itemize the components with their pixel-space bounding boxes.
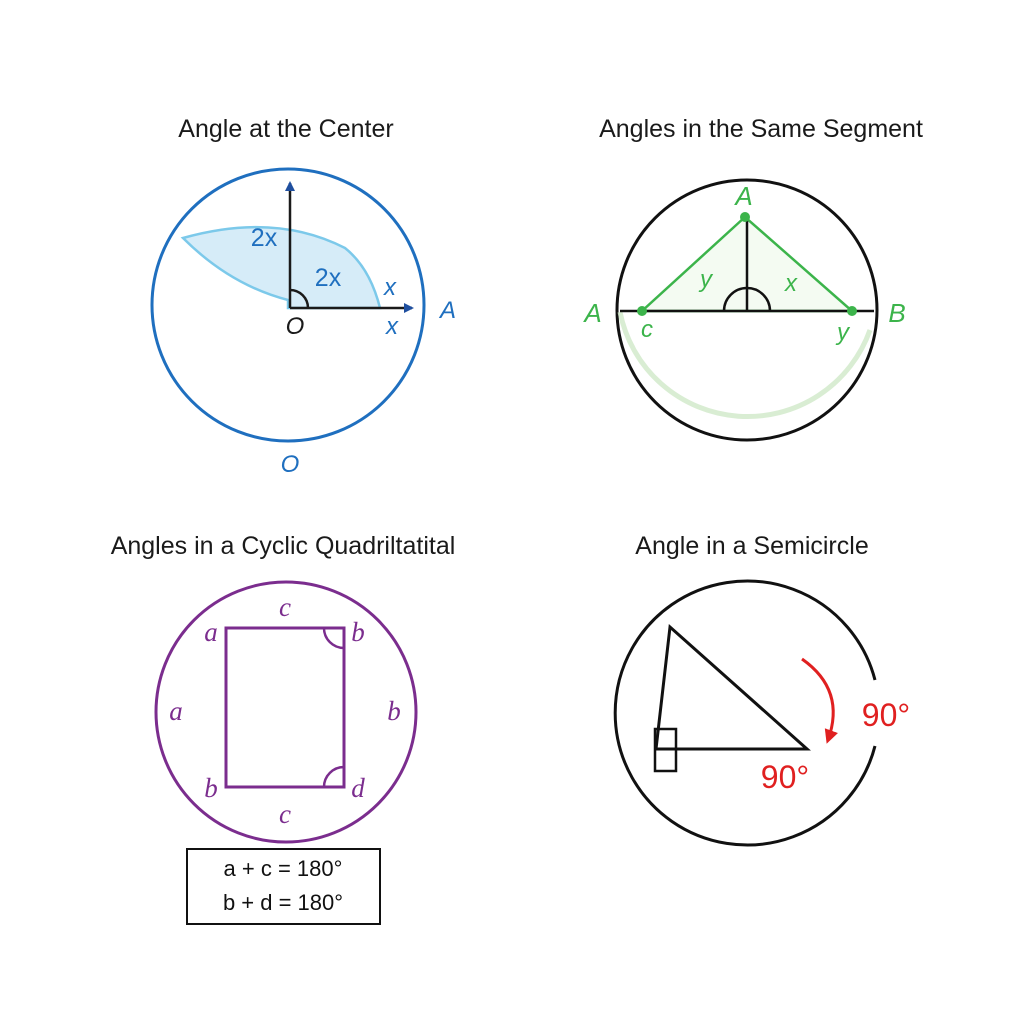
center-shaded-region: [180, 225, 382, 310]
label-side-a: a: [169, 696, 183, 726]
segment-point-left: [637, 306, 647, 316]
label-lower-x: x: [385, 313, 399, 340]
label-outer-2x: 2x: [251, 224, 278, 252]
label-bottom-o: O: [281, 451, 300, 478]
center-circle: [150, 167, 426, 443]
cyclic-quadrilateral: [224, 626, 346, 789]
cyclic-angle-arc-bottom-right: [322, 765, 345, 788]
label-corner-b-top: b: [351, 617, 365, 647]
label-angle-90-base: 90°: [761, 759, 809, 795]
panel-cyclic-quadrilateral: Angles in a Cyclic Quadriltatital c a b …: [111, 532, 456, 925]
panel-title-semicircle: Angle in a Semicircle: [635, 532, 868, 560]
panel-semicircle: Angle in a Semicircle 90° 90°: [613, 532, 910, 847]
label-angle-y-left: y: [698, 266, 714, 293]
segment-circle: [615, 178, 879, 442]
red-curved-arrow: [801, 657, 838, 744]
label-top-c: c: [279, 592, 291, 622]
cyclic-angle-arc-top-right: [322, 627, 345, 650]
label-top-a: A: [733, 181, 752, 211]
label-right-b: B: [888, 298, 905, 328]
equation-box-border: [186, 848, 381, 925]
panel-title-cyclic: Angles in a Cyclic Quadriltatital: [111, 532, 456, 560]
center-angle-arc: [289, 288, 310, 309]
semicircle-circle: [613, 579, 877, 847]
panel-title-segment: Angles in the Same Segment: [599, 115, 923, 143]
label-bottom-c: c: [279, 799, 291, 829]
label-corner-a: a: [204, 617, 218, 647]
equation-box: a + c = 180° b + d = 180°: [186, 848, 381, 925]
panel-angle-at-center: Angle at the Center 2x 2x x x A O O: [150, 115, 456, 478]
equation-line-1: a + c = 180°: [224, 856, 343, 881]
cyclic-circle: [154, 580, 418, 844]
panel-same-segment: Angles in the Same Segment A A B y x c y: [582, 115, 923, 442]
segment-point-right: [847, 306, 857, 316]
label-corner-d: d: [351, 773, 365, 803]
label-c: c: [641, 316, 653, 343]
semicircle-triangle: [654, 623, 811, 751]
label-corner-b-bottom: b: [204, 773, 218, 803]
label-left-a: A: [582, 298, 601, 328]
segment-point-top: [740, 212, 750, 222]
label-inner-2x: 2x: [315, 264, 342, 292]
label-point-a: A: [438, 297, 456, 324]
label-angle-90-arrow: 90°: [862, 697, 910, 733]
label-angle-x: x: [784, 270, 798, 297]
label-upper-x: x: [383, 274, 397, 301]
label-side-b: b: [387, 696, 401, 726]
panel-title-center: Angle at the Center: [178, 115, 393, 143]
label-center-o: O: [286, 313, 305, 340]
segment-lower-shading: [617, 311, 873, 420]
segment-angle-arc: [722, 286, 772, 312]
equation-line-2: b + d = 180°: [223, 890, 343, 915]
label-angle-y-right: y: [835, 319, 851, 346]
